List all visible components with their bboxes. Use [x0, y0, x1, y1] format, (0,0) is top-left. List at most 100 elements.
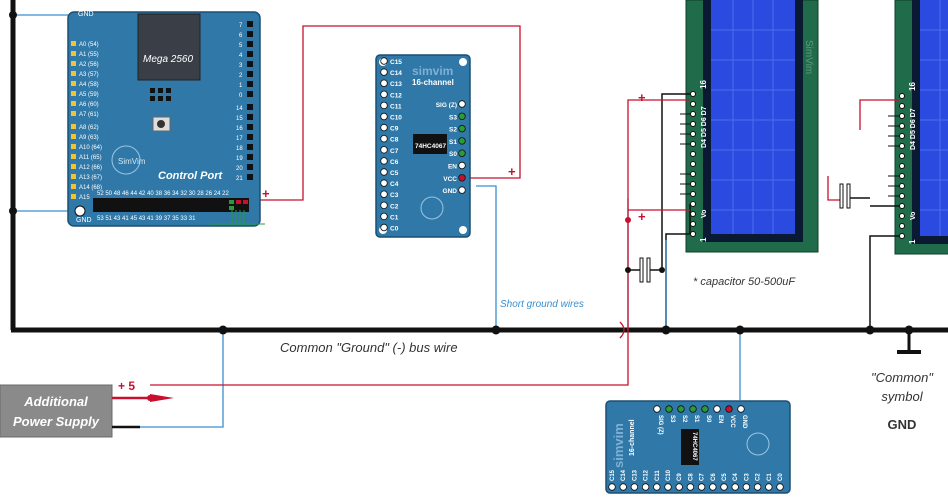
mux-pin [380, 190, 388, 198]
mux-pin-label: C11 [390, 103, 402, 110]
mux-board-top: simvim 16-channel 74HC4067 C15C14C13C12C… [375, 54, 471, 238]
mux-pin-label: C14 [390, 70, 402, 77]
mux-pin-label: S2 [449, 127, 457, 134]
digital-pin-label: 4 [239, 53, 243, 59]
mux-pin [458, 112, 466, 120]
plus5-label: + 5 [118, 379, 135, 393]
header-green-wires [210, 210, 265, 225]
analog-pin-label: A10 (64) [79, 145, 102, 151]
mux-pin-label: EN [717, 415, 723, 423]
gnd-label: GND [888, 417, 917, 432]
header-green-pins [229, 200, 234, 210]
mux-pin [619, 483, 627, 491]
mux-pin-label: C2 [390, 203, 399, 210]
analog-pin-label: A14 (68) [79, 185, 102, 191]
power-supply-label-1: Additional [23, 394, 88, 409]
mux-pin [458, 186, 466, 194]
mux-pin-label: C10 [390, 115, 402, 122]
mux-pin-label: C7 [700, 473, 706, 481]
short-ground-label: Short ground wires [500, 299, 584, 310]
lcd-2-ground-leads [869, 205, 899, 330]
power-arrow-icon [150, 394, 174, 402]
digital-pin-label: 0 [239, 93, 243, 99]
mux-pin-label: C13 [390, 81, 402, 88]
mux-pin [380, 112, 388, 121]
control-port-label: Control Port [158, 170, 223, 182]
mux-pin-label: C9 [677, 473, 683, 481]
mux-pin [380, 201, 388, 209]
lcd-module-2: 16 D4 D5 D6 D7 Vo 1 [888, 0, 948, 255]
lcd-2-grid [920, 0, 948, 236]
mux-pin [713, 405, 721, 413]
mux-top-channels: 16-channel [412, 78, 454, 87]
mux-pin-label: C14 [621, 469, 627, 481]
mux-bottom-logo-icon [746, 432, 770, 456]
digital-pin-label: 3 [239, 63, 243, 69]
mux-pin-label: C9 [390, 126, 399, 133]
analog-pin-label: A13 (67) [79, 175, 102, 181]
mux-pin [458, 137, 466, 145]
analog-pin-label: A1 (55) [79, 52, 99, 58]
digital-pin-label: 17 [236, 136, 243, 142]
analog-pin-label: A2 (56) [79, 62, 99, 68]
mux-pin-label: C0 [778, 473, 784, 481]
digital-pin-label: 14 [236, 106, 243, 112]
mux-bottom-brand: simvim [611, 423, 626, 468]
mux-pin-label: S0 [705, 415, 711, 423]
analog-pin-label: A5 (59) [79, 92, 99, 98]
capacitor-lcd-1 [628, 257, 662, 283]
mux-pin [677, 405, 685, 413]
mux-pin [380, 223, 388, 232]
lcd-2-pins [899, 93, 905, 239]
plus-mux: + [508, 164, 516, 179]
additional-power-supply: Additional Power Supply + 5 [0, 379, 174, 438]
analog-pin-label: A3 (57) [79, 72, 99, 78]
mux-pin-label: C8 [390, 137, 399, 144]
lcd-2-pin-leads [888, 115, 899, 197]
mux-pin-label: SIG (Z) [436, 102, 457, 109]
analog-pin-label: A0 (54) [79, 42, 99, 48]
mux-pin-label: S1 [693, 415, 699, 423]
mux-pin-label: C5 [390, 170, 399, 177]
lcd-1-pins [690, 91, 696, 237]
analog-pin-list-2: A8 (62) A9 (63) A10 (64) A11 (65) A12 (6… [71, 124, 102, 201]
mux-pin [380, 179, 388, 187]
mux-pin-label: C12 [390, 92, 402, 99]
mux-pin-label: C13 [632, 469, 638, 481]
mux-pin [725, 405, 733, 413]
double-header [93, 198, 249, 212]
mux-pin [665, 405, 673, 413]
mux-pin-label: C6 [390, 159, 399, 166]
mux-pin [630, 483, 639, 491]
mux-pin [731, 483, 739, 491]
analog-pin-label: A11 (65) [79, 155, 102, 161]
plus-arduino: + [262, 186, 270, 201]
mux-pin [664, 483, 672, 491]
plus-lcd-top: + [638, 90, 646, 105]
mux-pin-label: C10 [666, 469, 672, 481]
mux-pin-label: C12 [644, 469, 650, 481]
analog-pin-label: A15 [79, 195, 90, 201]
mux-pin-label: C0 [390, 226, 399, 233]
analog-pin-label: A12 (66) [79, 165, 102, 171]
header-row-top: 52 50 48 46 44 42 40 38 36 34 32 30 28 2… [97, 191, 229, 197]
lcd-1-pin1: 1 [699, 237, 708, 242]
red-wires [150, 25, 899, 386]
mcu-chip [137, 13, 201, 81]
mux-top-chip-label: 74HC4067 [415, 143, 446, 150]
mux-pin-label: S0 [449, 151, 457, 158]
mux-pin [765, 483, 773, 491]
digital-pin-label: 18 [236, 146, 243, 152]
digital-pin-label: 16 [236, 126, 243, 132]
mounting-hole [74, 205, 86, 217]
mux-pin [675, 483, 683, 491]
mux-pin [776, 483, 784, 491]
mux-pin-label: S3 [669, 415, 675, 423]
digital-pin-label: 7 [239, 23, 243, 29]
lcd-2-pin16: 16 [908, 81, 917, 90]
digital-pin-label: 1 [239, 83, 243, 89]
